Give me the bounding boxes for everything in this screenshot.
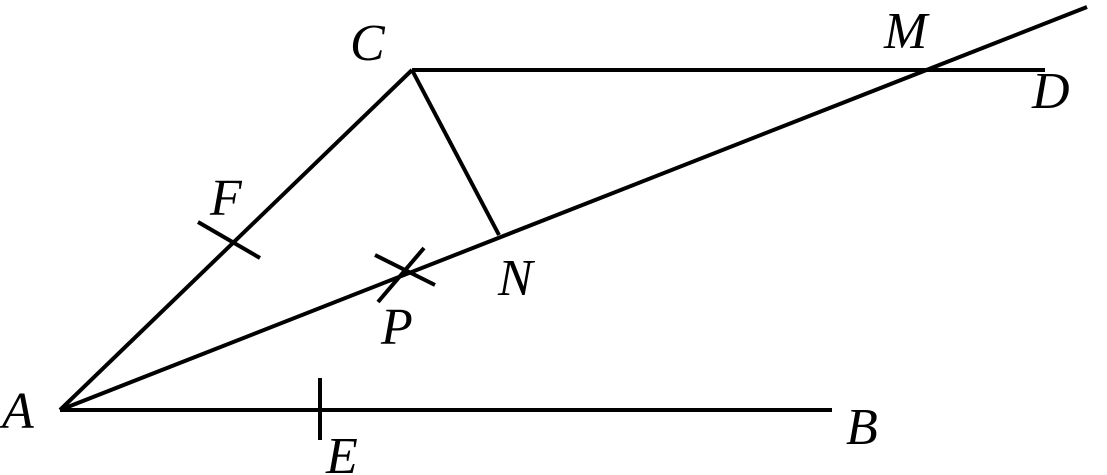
- arc-mark-f: [196, 220, 262, 260]
- label-n: N: [497, 250, 536, 307]
- label-e: E: [325, 428, 358, 475]
- label-b: B: [846, 399, 878, 456]
- segment-ac: [58, 68, 414, 412]
- label-m: M: [883, 3, 930, 60]
- label-f: F: [209, 170, 243, 227]
- label-a: A: [0, 383, 34, 440]
- segment-cn: [410, 69, 501, 236]
- label-c: C: [350, 15, 386, 72]
- arc-mark-p-2: [376, 246, 426, 304]
- ray-am-bisector: [59, 5, 1088, 412]
- label-d: D: [1031, 63, 1070, 120]
- label-p: P: [380, 299, 413, 356]
